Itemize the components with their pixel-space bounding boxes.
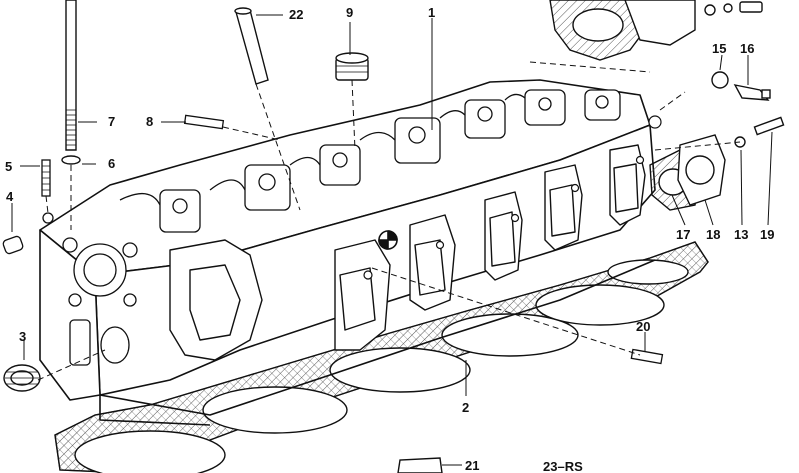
callout-21: 21: [465, 458, 480, 473]
stud-20: [630, 348, 664, 365]
callout-8: 8: [146, 114, 154, 129]
callout-20: 20: [636, 319, 651, 334]
callout-2: 2: [462, 400, 470, 415]
callout-15: 15: [712, 41, 727, 56]
callout-13: 13: [734, 227, 749, 242]
part-21: [397, 457, 443, 473]
stud-5: [41, 159, 51, 197]
top-cover-gasket: [549, 0, 763, 61]
callout-23-rs: 23–RS: [543, 459, 583, 473]
thermostat-flange: [649, 116, 785, 211]
callout-19: 19: [760, 227, 775, 242]
callout-3: 3: [19, 329, 27, 344]
dowel-4: [2, 235, 24, 255]
callout-22: 22: [289, 7, 304, 22]
callout-6: 6: [108, 156, 116, 171]
callout-7: 7: [108, 114, 116, 129]
cylinder-head: [39, 79, 662, 426]
callout-18: 18: [706, 227, 721, 242]
temp-sensor: [711, 71, 771, 101]
valve-seal: [335, 52, 369, 81]
callout-9: 9: [346, 5, 354, 20]
valve-guide: [234, 7, 269, 85]
callout-1: 1: [428, 5, 436, 20]
leader-lines: [11, 14, 773, 466]
callout-17: 17: [676, 227, 691, 242]
callout-4: 4: [6, 189, 14, 204]
stud-8: [183, 114, 225, 130]
callout-16: 16: [740, 41, 755, 56]
plug-3: [3, 364, 41, 392]
bmw-emblem: [378, 230, 398, 250]
long-stud: [61, 0, 81, 165]
callout-5: 5: [5, 159, 13, 174]
